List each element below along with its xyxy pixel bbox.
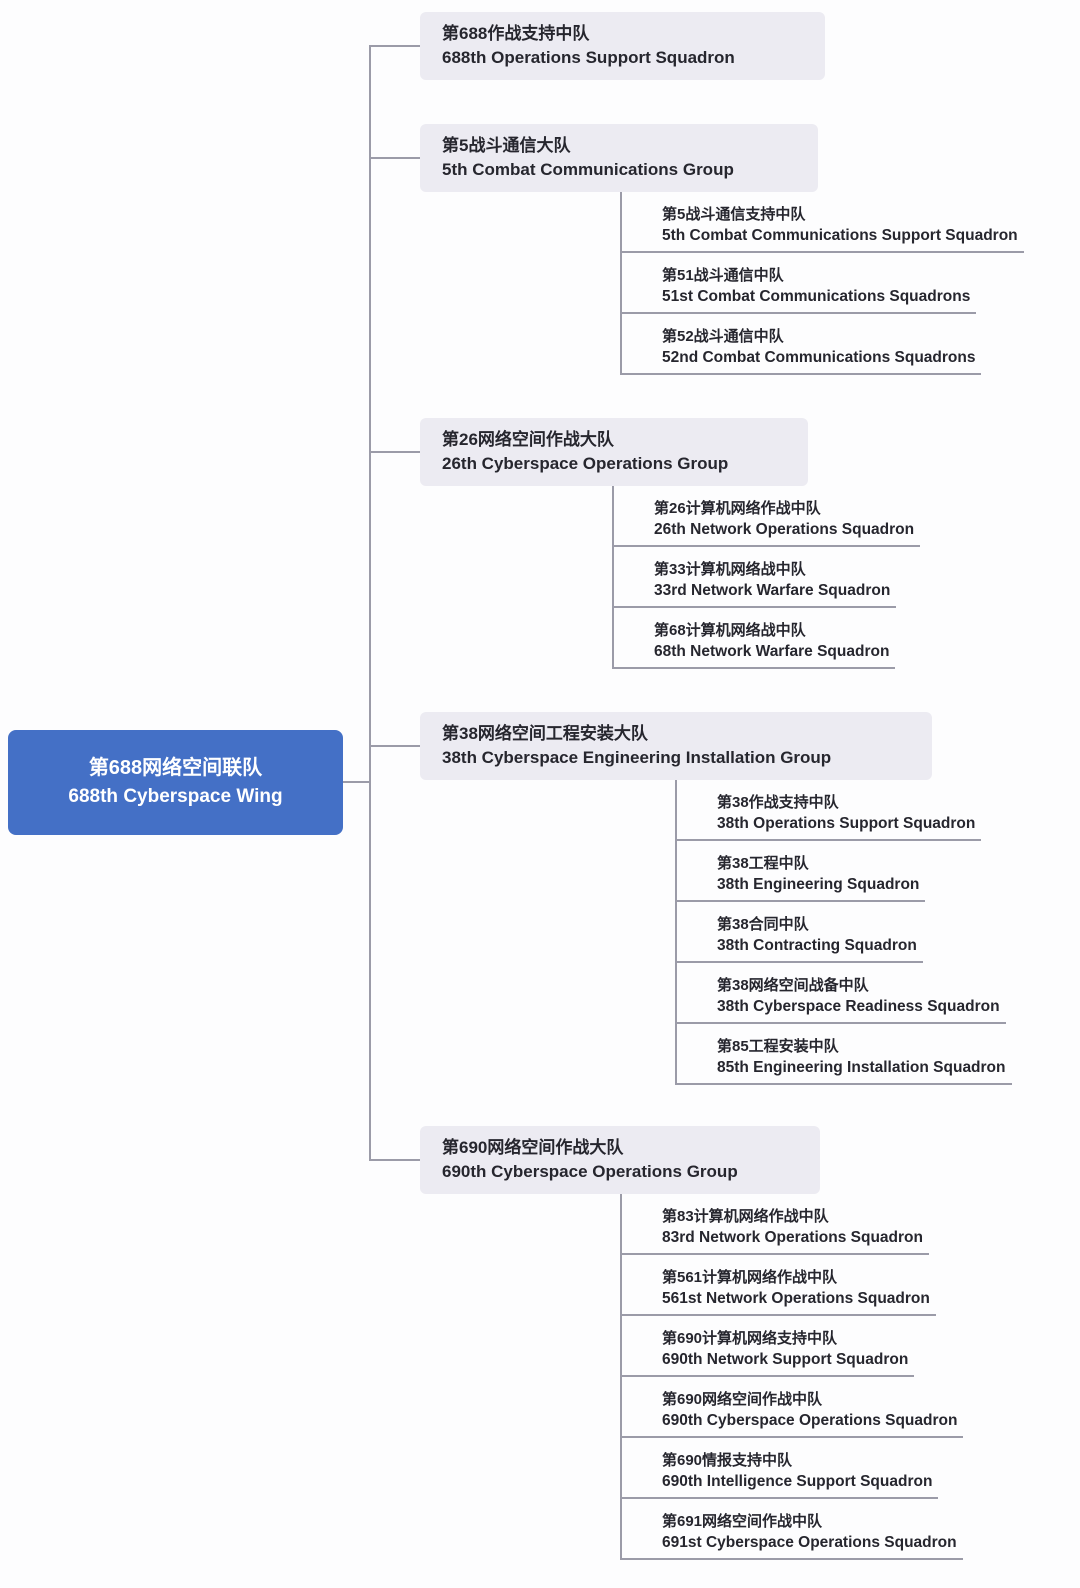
leaf-node-561st-network-operations-squadron: 第561计算机网络作战中队 561st Network Operations S…	[622, 1255, 936, 1316]
leaf-label-en: 85th Engineering Installation Squadron	[717, 1059, 1006, 1076]
leaf-label-en: 26th Network Operations Squadron	[654, 521, 915, 538]
leaf-label-cn: 第5战斗通信支持中队	[662, 206, 806, 223]
leaf-label-cn: 第690计算机网络支持中队	[662, 1330, 838, 1347]
leaf-node-33rd-network-warfare-squadron: 第33计算机网络战中队 33rd Network Warfare Squadro…	[614, 547, 897, 608]
branch-node-38th-cyberspace-engineering-installation-group: 第38网络空间工程安装大队 38th Cyberspace Engineerin…	[420, 712, 932, 780]
leaf-node-691st-cyberspace-operations-squadron: 第691网络空间作战中队 691st Cyberspace Operations…	[622, 1499, 963, 1560]
branch-label-en: 690th Cyberspace Operations Group	[442, 1162, 738, 1181]
leaf-label-en: 38th Cyberspace Readiness Squadron	[717, 998, 1000, 1015]
leaf-label-cn: 第33计算机网络战中队	[654, 561, 806, 578]
leaf-label-en: 690th Network Support Squadron	[662, 1351, 909, 1368]
leaf-node-38th-engineering-squadron: 第38工程中队 38th Engineering Squadron	[677, 841, 926, 902]
leaf-label-cn: 第68计算机网络战中队	[654, 622, 806, 639]
leaf-label-cn: 第51战斗通信中队	[662, 267, 784, 284]
leaf-label-cn: 第690网络空间作战中队	[662, 1391, 823, 1408]
branch-label-cn: 第38网络空间工程安装大队	[442, 724, 648, 743]
leaf-label-en: 38th Contracting Squadron	[717, 937, 917, 954]
connector-branch-stub	[369, 1159, 420, 1161]
leaf-label-en: 52nd Combat Communications Squadrons	[662, 349, 976, 366]
connector-branch-stub	[369, 451, 420, 453]
child-list-38th-cyberspace-engineering-installation-group: 第38作战支持中队 38th Operations Support Squadr…	[675, 780, 1012, 1085]
leaf-label-cn: 第83计算机网络作战中队	[662, 1208, 829, 1225]
leaf-label-en: 691st Cyberspace Operations Squadron	[662, 1534, 957, 1551]
branch-label-cn: 第688作战支持中队	[442, 24, 590, 43]
leaf-label-en: 38th Engineering Squadron	[717, 876, 920, 893]
leaf-node-38th-cyberspace-readiness-squadron: 第38网络空间战备中队 38th Cyberspace Readiness Sq…	[677, 963, 1006, 1024]
root-label-cn: 第688网络空间联队	[88, 757, 263, 779]
leaf-node-690th-intelligence-support-squadron: 第690情报支持中队 690th Intelligence Support Sq…	[622, 1438, 939, 1499]
leaf-label-en: 690th Cyberspace Operations Squadron	[662, 1412, 958, 1429]
child-list-26th-cyberspace-operations-group: 第26计算机网络作战中队 26th Network Operations Squ…	[612, 486, 921, 669]
leaf-label-cn: 第38合同中队	[717, 916, 809, 933]
branch-label-en: 26th Cyberspace Operations Group	[442, 454, 729, 473]
leaf-label-en: 561st Network Operations Squadron	[662, 1290, 930, 1307]
leaf-node-68th-network-warfare-squadron: 第68计算机网络战中队 68th Network Warfare Squadro…	[614, 608, 896, 669]
branch-node-26th-cyberspace-operations-group: 第26网络空间作战大队 26th Cyberspace Operations G…	[420, 418, 808, 486]
branch-label-en: 38th Cyberspace Engineering Installation…	[442, 748, 832, 767]
leaf-node-5th-combat-communications-support-squadron: 第5战斗通信支持中队 5th Combat Communications Sup…	[622, 192, 1024, 253]
branch-node-5th-combat-communications-group: 第5战斗通信大队 5th Combat Communications Group	[420, 124, 818, 192]
leaf-label-en: 5th Combat Communications Support Squadr…	[662, 227, 1018, 244]
branch-label-cn: 第26网络空间作战大队	[442, 430, 614, 449]
leaf-label-en: 33rd Network Warfare Squadron	[654, 582, 891, 599]
branch-label-cn: 第5战斗通信大队	[442, 136, 571, 155]
branch-node-690th-cyberspace-operations-group: 第690网络空间作战大队 690th Cyberspace Operations…	[420, 1126, 820, 1194]
leaf-label-cn: 第691网络空间作战中队	[662, 1513, 823, 1530]
leaf-node-51st-combat-communications-squadrons: 第51战斗通信中队 51st Combat Communications Squ…	[622, 253, 977, 314]
leaf-label-en: 690th Intelligence Support Squadron	[662, 1473, 933, 1490]
connector-branch-stub	[369, 45, 420, 47]
leaf-label-en: 83rd Network Operations Squadron	[662, 1229, 923, 1246]
connector-branch-stub	[369, 745, 420, 747]
leaf-label-cn: 第561计算机网络作战中队	[662, 1269, 838, 1286]
leaf-node-690th-network-support-squadron: 第690计算机网络支持中队 690th Network Support Squa…	[622, 1316, 915, 1377]
branch-node-688th-operations-support-squadron: 第688作战支持中队 688th Operations Support Squa…	[420, 12, 825, 80]
leaf-label-en: 68th Network Warfare Squadron	[654, 643, 890, 660]
leaf-label-cn: 第52战斗通信中队	[662, 328, 784, 345]
root-label-en: 688th Cyberspace Wing	[68, 786, 283, 807]
child-list-690th-cyberspace-operations-group: 第83计算机网络作战中队 83rd Network Operations Squ…	[620, 1194, 964, 1560]
connector-root-stub	[343, 781, 371, 783]
leaf-node-26th-network-operations-squadron: 第26计算机网络作战中队 26th Network Operations Squ…	[614, 486, 921, 547]
connector-branch-stub	[369, 157, 420, 159]
leaf-node-83rd-network-operations-squadron: 第83计算机网络作战中队 83rd Network Operations Squ…	[622, 1194, 929, 1255]
branch-label-cn: 第690网络空间作战大队	[442, 1138, 624, 1157]
leaf-node-690th-cyberspace-operations-squadron: 第690网络空间作战中队 690th Cyberspace Operations…	[622, 1377, 964, 1438]
leaf-label-cn: 第38作战支持中队	[717, 794, 839, 811]
leaf-label-cn: 第26计算机网络作战中队	[654, 500, 821, 517]
leaf-node-85th-engineering-installation-squadron: 第85工程安装中队 85th Engineering Installation …	[677, 1024, 1012, 1085]
leaf-node-38th-contracting-squadron: 第38合同中队 38th Contracting Squadron	[677, 902, 923, 963]
branch-label-en: 688th Operations Support Squadron	[442, 48, 735, 67]
leaf-node-52nd-combat-communications-squadrons: 第52战斗通信中队 52nd Combat Communications Squ…	[622, 314, 982, 375]
leaf-label-en: 51st Combat Communications Squadrons	[662, 288, 971, 305]
child-list-5th-combat-communications-group: 第5战斗通信支持中队 5th Combat Communications Sup…	[620, 192, 1024, 375]
leaf-label-cn: 第38工程中队	[717, 855, 809, 872]
leaf-label-cn: 第690情报支持中队	[662, 1452, 793, 1469]
leaf-label-en: 38th Operations Support Squadron	[717, 815, 976, 832]
root-node-688th-cyberspace-wing: 第688网络空间联队 688th Cyberspace Wing	[8, 730, 343, 835]
leaf-label-cn: 第85工程安装中队	[717, 1038, 839, 1055]
branch-label-en: 5th Combat Communications Group	[442, 160, 734, 179]
leaf-node-38th-operations-support-squadron: 第38作战支持中队 38th Operations Support Squadr…	[677, 780, 982, 841]
leaf-label-cn: 第38网络空间战备中队	[717, 977, 869, 994]
connector-main-trunk	[369, 45, 371, 1161]
